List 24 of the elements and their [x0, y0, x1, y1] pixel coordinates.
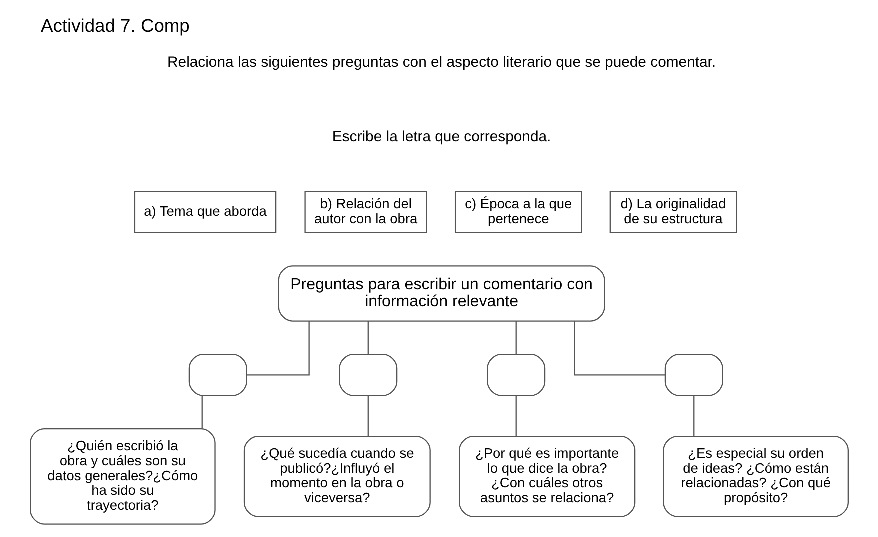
connector	[246, 321, 310, 376]
connector	[367, 396, 368, 436]
label: Relaciona las siguientes preguntas con el aspecto literario que se puede comentar.	[167, 55, 716, 72]
label: b) Relación del autor con la obra	[314, 196, 418, 226]
node-box	[664, 354, 723, 396]
connector	[367, 321, 368, 354]
label: d) La originalidad de su estructura	[620, 196, 726, 226]
node-box	[486, 354, 546, 396]
diagram-title: Actividad 7. Comp	[40, 14, 190, 36]
node-box: Preguntas para escribir un comentario con información relevante	[278, 266, 605, 322]
node-box	[188, 354, 247, 396]
node-box: ¿Por qué es importante lo que dice la obra? ¿Con cuáles otros asuntos se relaciona?	[458, 436, 636, 518]
connector	[515, 321, 516, 354]
label: c) Época a la que pertenece	[464, 196, 572, 226]
label: a) Tema que aborda	[144, 204, 266, 219]
connector	[574, 321, 665, 376]
label: Escribe la letra que corresponda.	[332, 130, 551, 146]
node-box	[338, 354, 398, 396]
connector	[201, 396, 202, 429]
node-box: ¿Qué sucedía cuando se publicó?¿Influyó el momento en la obra o viceversa?	[243, 436, 430, 518]
connector	[693, 396, 694, 436]
connector	[515, 396, 516, 436]
node-box: ¿Es especial su orden de ideas? ¿Cómo están relacionadas? ¿Con qué propósito?	[662, 436, 848, 518]
node-box: ¿Quién escribió la obra y cuáles son su datos generales?¿Cómo ha sido su trayectoria?	[30, 428, 216, 525]
